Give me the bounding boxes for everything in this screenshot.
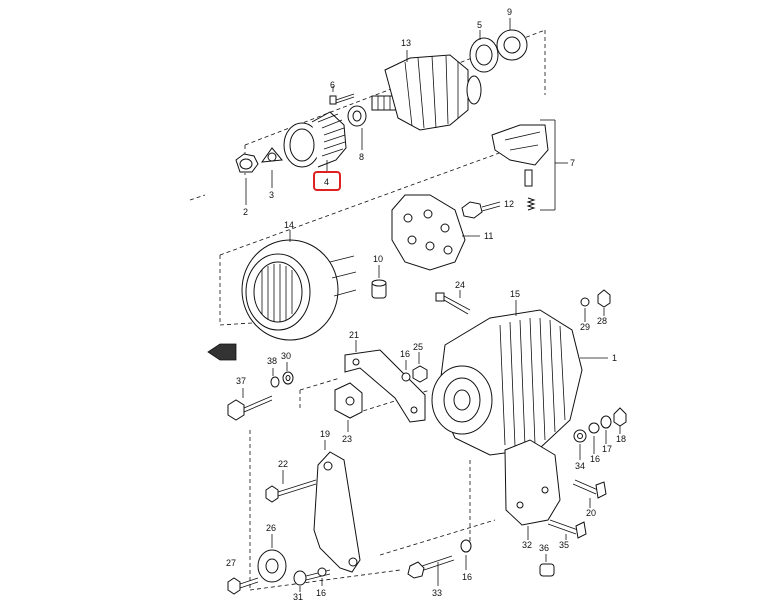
callout-16d: 16 <box>462 572 472 582</box>
callout-8: 8 <box>359 152 364 162</box>
callout-18: 18 <box>616 434 626 444</box>
highlight-box-part-4 <box>313 171 341 191</box>
part-22-bolt[interactable] <box>265 470 317 503</box>
part-35-bolt[interactable] <box>547 519 587 540</box>
part-3-washer[interactable] <box>260 147 283 188</box>
part-34-bushing[interactable] <box>573 429 587 460</box>
part-11-rectifier[interactable] <box>391 194 480 271</box>
frame-lines <box>189 29 546 591</box>
callout-6: 6 <box>330 80 335 90</box>
callout-10: 10 <box>373 254 383 264</box>
callout-30: 30 <box>281 351 291 361</box>
part-13-rotor[interactable] <box>371 50 482 131</box>
part-14-stator[interactable] <box>241 230 357 341</box>
callout-35: 35 <box>559 540 569 550</box>
part-16-washer-lower-left[interactable] <box>317 567 327 586</box>
part-36-bushing[interactable] <box>539 554 555 577</box>
callout-16a: 16 <box>400 349 410 359</box>
callout-22: 22 <box>278 459 288 469</box>
part-6-bolt[interactable] <box>329 86 355 105</box>
part-37-bolt[interactable] <box>227 388 273 421</box>
callout-19: 19 <box>320 429 330 439</box>
part-9-bearing-cover[interactable] <box>496 18 528 61</box>
callout-4: 4 <box>324 177 329 187</box>
part-29-washer[interactable] <box>580 297 590 322</box>
callout-12: 12 <box>504 199 514 209</box>
part-16-washer-right[interactable] <box>588 422 600 454</box>
callout-17: 17 <box>602 444 612 454</box>
callout-29: 29 <box>580 322 590 332</box>
part-16-25-washer-nut[interactable] <box>401 352 428 383</box>
part-19-adjust-strap[interactable] <box>313 440 361 573</box>
callout-3: 3 <box>269 190 274 200</box>
part-17-washer[interactable] <box>600 415 612 444</box>
part-1-alternator-assembly[interactable] <box>431 300 608 456</box>
callout-24: 24 <box>455 280 465 290</box>
part-33-bolt[interactable] <box>407 555 455 586</box>
callout-16b: 16 <box>590 454 600 464</box>
callout-32: 32 <box>522 540 532 550</box>
part-32-lower-bracket[interactable] <box>504 439 561 540</box>
part-5-bearing[interactable] <box>469 30 499 73</box>
part-2-nut[interactable] <box>235 153 259 205</box>
callout-31: 31 <box>293 592 303 600</box>
callout-20: 20 <box>586 508 596 518</box>
part-21-bracket[interactable] <box>344 340 426 423</box>
callout-11: 11 <box>484 231 493 241</box>
callout-37: 37 <box>236 376 246 386</box>
callout-15: 15 <box>510 289 520 299</box>
callout-16c: 16 <box>316 588 326 598</box>
part-31-washer[interactable] <box>293 569 331 592</box>
part-18-nut[interactable] <box>613 407 627 434</box>
part-27-bolt[interactable] <box>227 577 259 595</box>
callout-36: 36 <box>539 543 549 553</box>
part-20-bolt[interactable] <box>572 479 607 508</box>
part-38-washer[interactable] <box>270 368 280 388</box>
callout-13: 13 <box>401 38 411 48</box>
callout-26: 26 <box>266 523 276 533</box>
part-28-nut[interactable] <box>597 289 611 316</box>
callout-labels: 1 2 3 4 5 6 7 8 9 10 11 12 13 14 15 16 1… <box>226 7 626 600</box>
part-23-mount[interactable] <box>334 382 363 432</box>
part-16-washer-lower-right[interactable] <box>460 539 472 570</box>
callout-25: 25 <box>413 342 423 352</box>
callout-33: 33 <box>432 588 442 598</box>
callout-34: 34 <box>575 461 585 471</box>
callout-5: 5 <box>477 20 482 30</box>
callout-2: 2 <box>243 207 248 217</box>
callout-38: 38 <box>267 356 277 366</box>
callout-7: 7 <box>570 158 575 168</box>
callout-23: 23 <box>342 434 352 444</box>
part-10-bushing[interactable] <box>371 265 387 299</box>
part-30-washer[interactable] <box>282 362 294 385</box>
part-8-spacer[interactable] <box>347 105 367 150</box>
callout-27: 27 <box>226 558 236 568</box>
callout-28: 28 <box>597 316 607 326</box>
part-12-bolt[interactable] <box>461 201 501 219</box>
part-4-pulley[interactable] <box>283 111 347 172</box>
part-26-idler-pulley[interactable] <box>257 534 287 583</box>
part-24-bolt[interactable] <box>435 290 471 315</box>
callout-9: 9 <box>507 7 512 17</box>
part-7-regulator[interactable] <box>491 119 568 211</box>
front-arrow-icon <box>207 343 237 361</box>
callout-1: 1 <box>612 353 617 363</box>
callout-21: 21 <box>349 330 359 340</box>
callout-14: 14 <box>284 220 294 230</box>
